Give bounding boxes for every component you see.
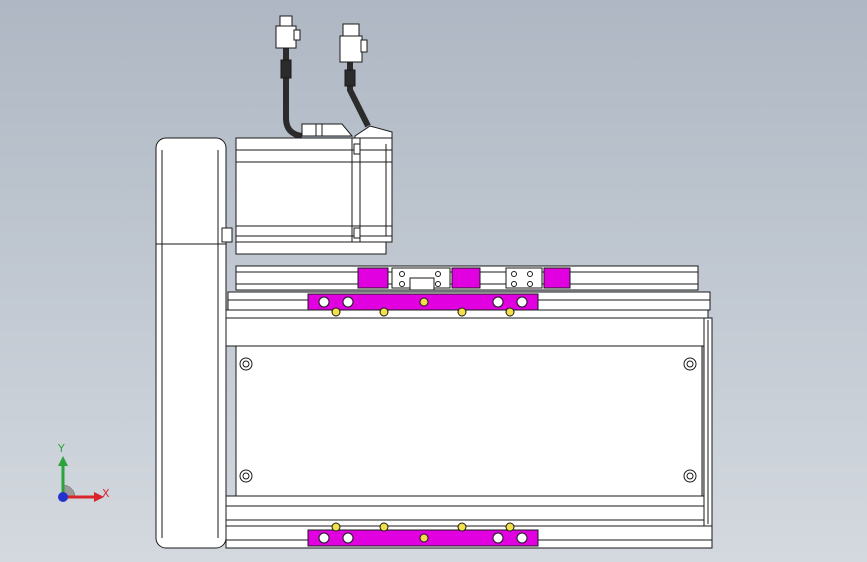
motor-cable-left xyxy=(275,15,303,139)
servo-motor[interactable] xyxy=(235,123,393,255)
motor-cable-right xyxy=(339,23,371,128)
carriage-bottom[interactable] xyxy=(307,522,539,547)
actuator-body[interactable] xyxy=(225,291,713,549)
axis-triad[interactable] xyxy=(58,456,104,502)
y-axis-label: Y xyxy=(58,442,65,455)
end-housing[interactable] xyxy=(155,137,233,549)
body-screw xyxy=(239,357,697,483)
z-axis-dot xyxy=(58,492,68,502)
carriage-top[interactable] xyxy=(307,293,539,317)
upper-rail[interactable] xyxy=(235,265,699,291)
x-axis-label: X xyxy=(102,487,110,500)
